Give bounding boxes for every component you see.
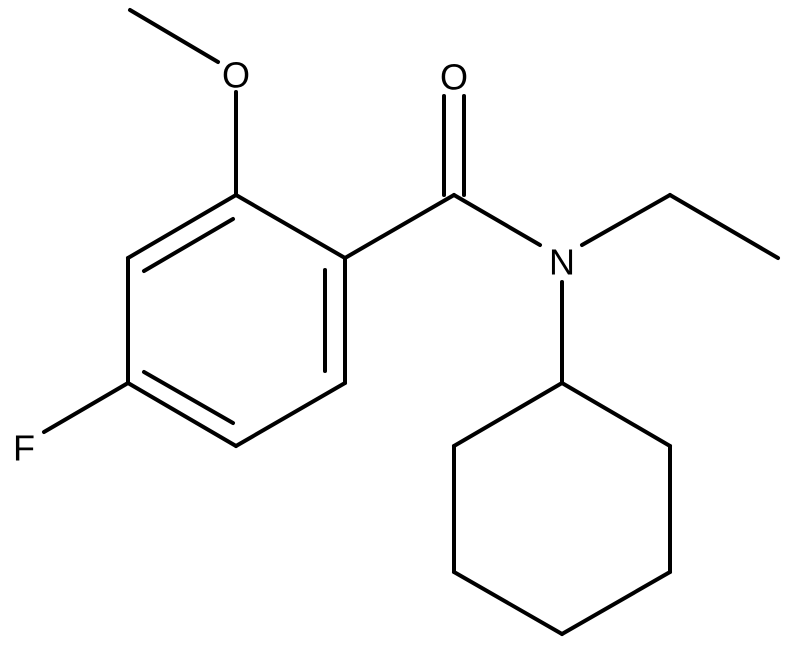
bond-nitrogen-ethyl <box>580 193 672 247</box>
bond-ethyl-methyl <box>668 193 780 260</box>
bond-carbonyl-nitrogen <box>452 193 542 247</box>
bond-ring-c2-c3-inner <box>142 217 235 273</box>
atom-label-oxygen-carbonyl: O <box>440 57 468 98</box>
bond-cyclohexyl-4 <box>452 570 564 636</box>
atom-label-oxygen-methoxy: O <box>222 55 250 96</box>
bond-ring-c5-c6 <box>234 381 347 448</box>
bond-cyclohexyl-6 <box>452 381 564 448</box>
bond-ring-carbonyl <box>343 193 456 260</box>
bond-ring-c1-c2 <box>234 193 347 260</box>
bond-cyclohexyl-1 <box>560 381 672 448</box>
atom-label-fluorine: F <box>13 428 35 469</box>
bond-cyclohexyl-3 <box>560 570 672 636</box>
bond-ring-fluorine <box>42 381 130 434</box>
bond-ring-c4-c5-inner <box>142 370 235 425</box>
bond-methyl-oxygen <box>128 8 220 64</box>
bond-ring-c2-c3 <box>126 193 238 260</box>
bond-ring-c4-c5 <box>126 381 238 448</box>
atom-label-nitrogen: N <box>549 242 575 283</box>
